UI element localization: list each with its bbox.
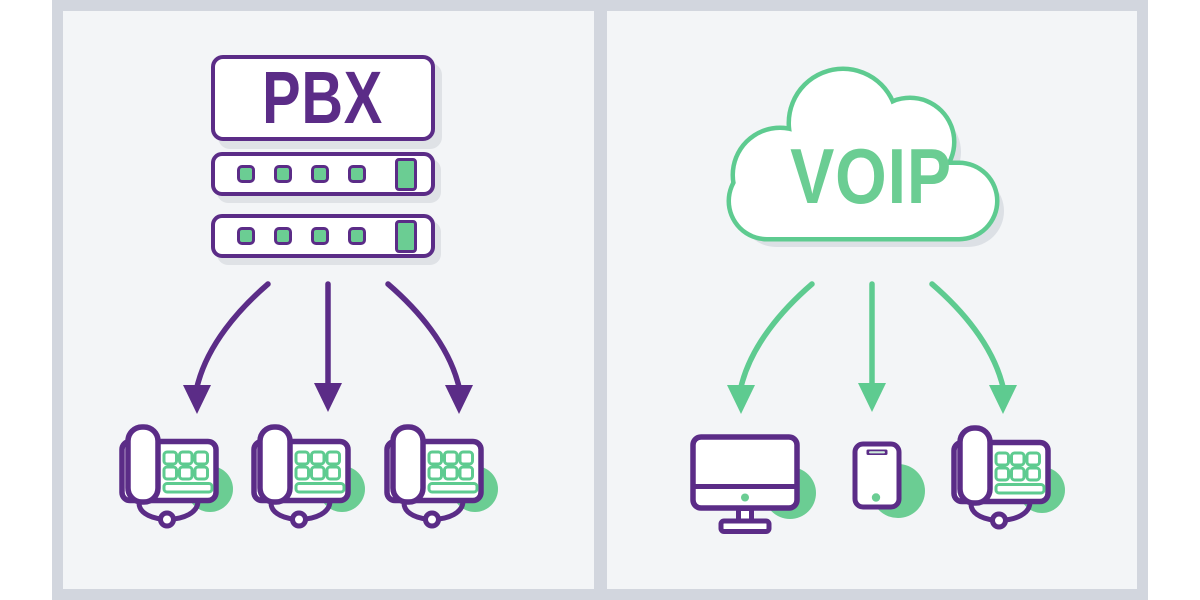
desktop-computer-icon (690, 434, 820, 534)
pbx-label-box: PBX (211, 55, 435, 141)
led-indicator (311, 227, 329, 245)
cloud-fill (730, 71, 995, 237)
pbx-title: PBX (262, 56, 384, 139)
led-indicator-tall (395, 219, 417, 253)
desk-phone-icon (384, 424, 504, 532)
pbx-panel: PBX (63, 11, 594, 589)
desk-phone-icon (119, 424, 239, 532)
voip-arrows-icon (607, 281, 1138, 421)
smartphone-icon (852, 441, 928, 521)
voip-panel: VOIP (606, 11, 1138, 589)
desk-phone-icon (251, 424, 371, 532)
led-indicator (237, 227, 255, 245)
led-indicator (237, 165, 255, 183)
led-indicator (274, 227, 292, 245)
led-indicator (348, 165, 366, 183)
led-indicator (311, 165, 329, 183)
led-indicator (348, 227, 366, 245)
led-indicator (274, 165, 292, 183)
desk-phone-icon (951, 425, 1071, 533)
server-rack-row-1 (211, 152, 435, 196)
voip-cloud: VOIP (725, 66, 1017, 257)
pbx-arrows-icon (63, 281, 594, 421)
diagram-frame: PBX (52, 0, 1148, 600)
server-rack-row-2 (211, 214, 435, 258)
voip-title: VOIP (789, 132, 952, 220)
led-indicator-tall (395, 157, 417, 191)
voip-cloud-icon (726, 66, 1004, 247)
